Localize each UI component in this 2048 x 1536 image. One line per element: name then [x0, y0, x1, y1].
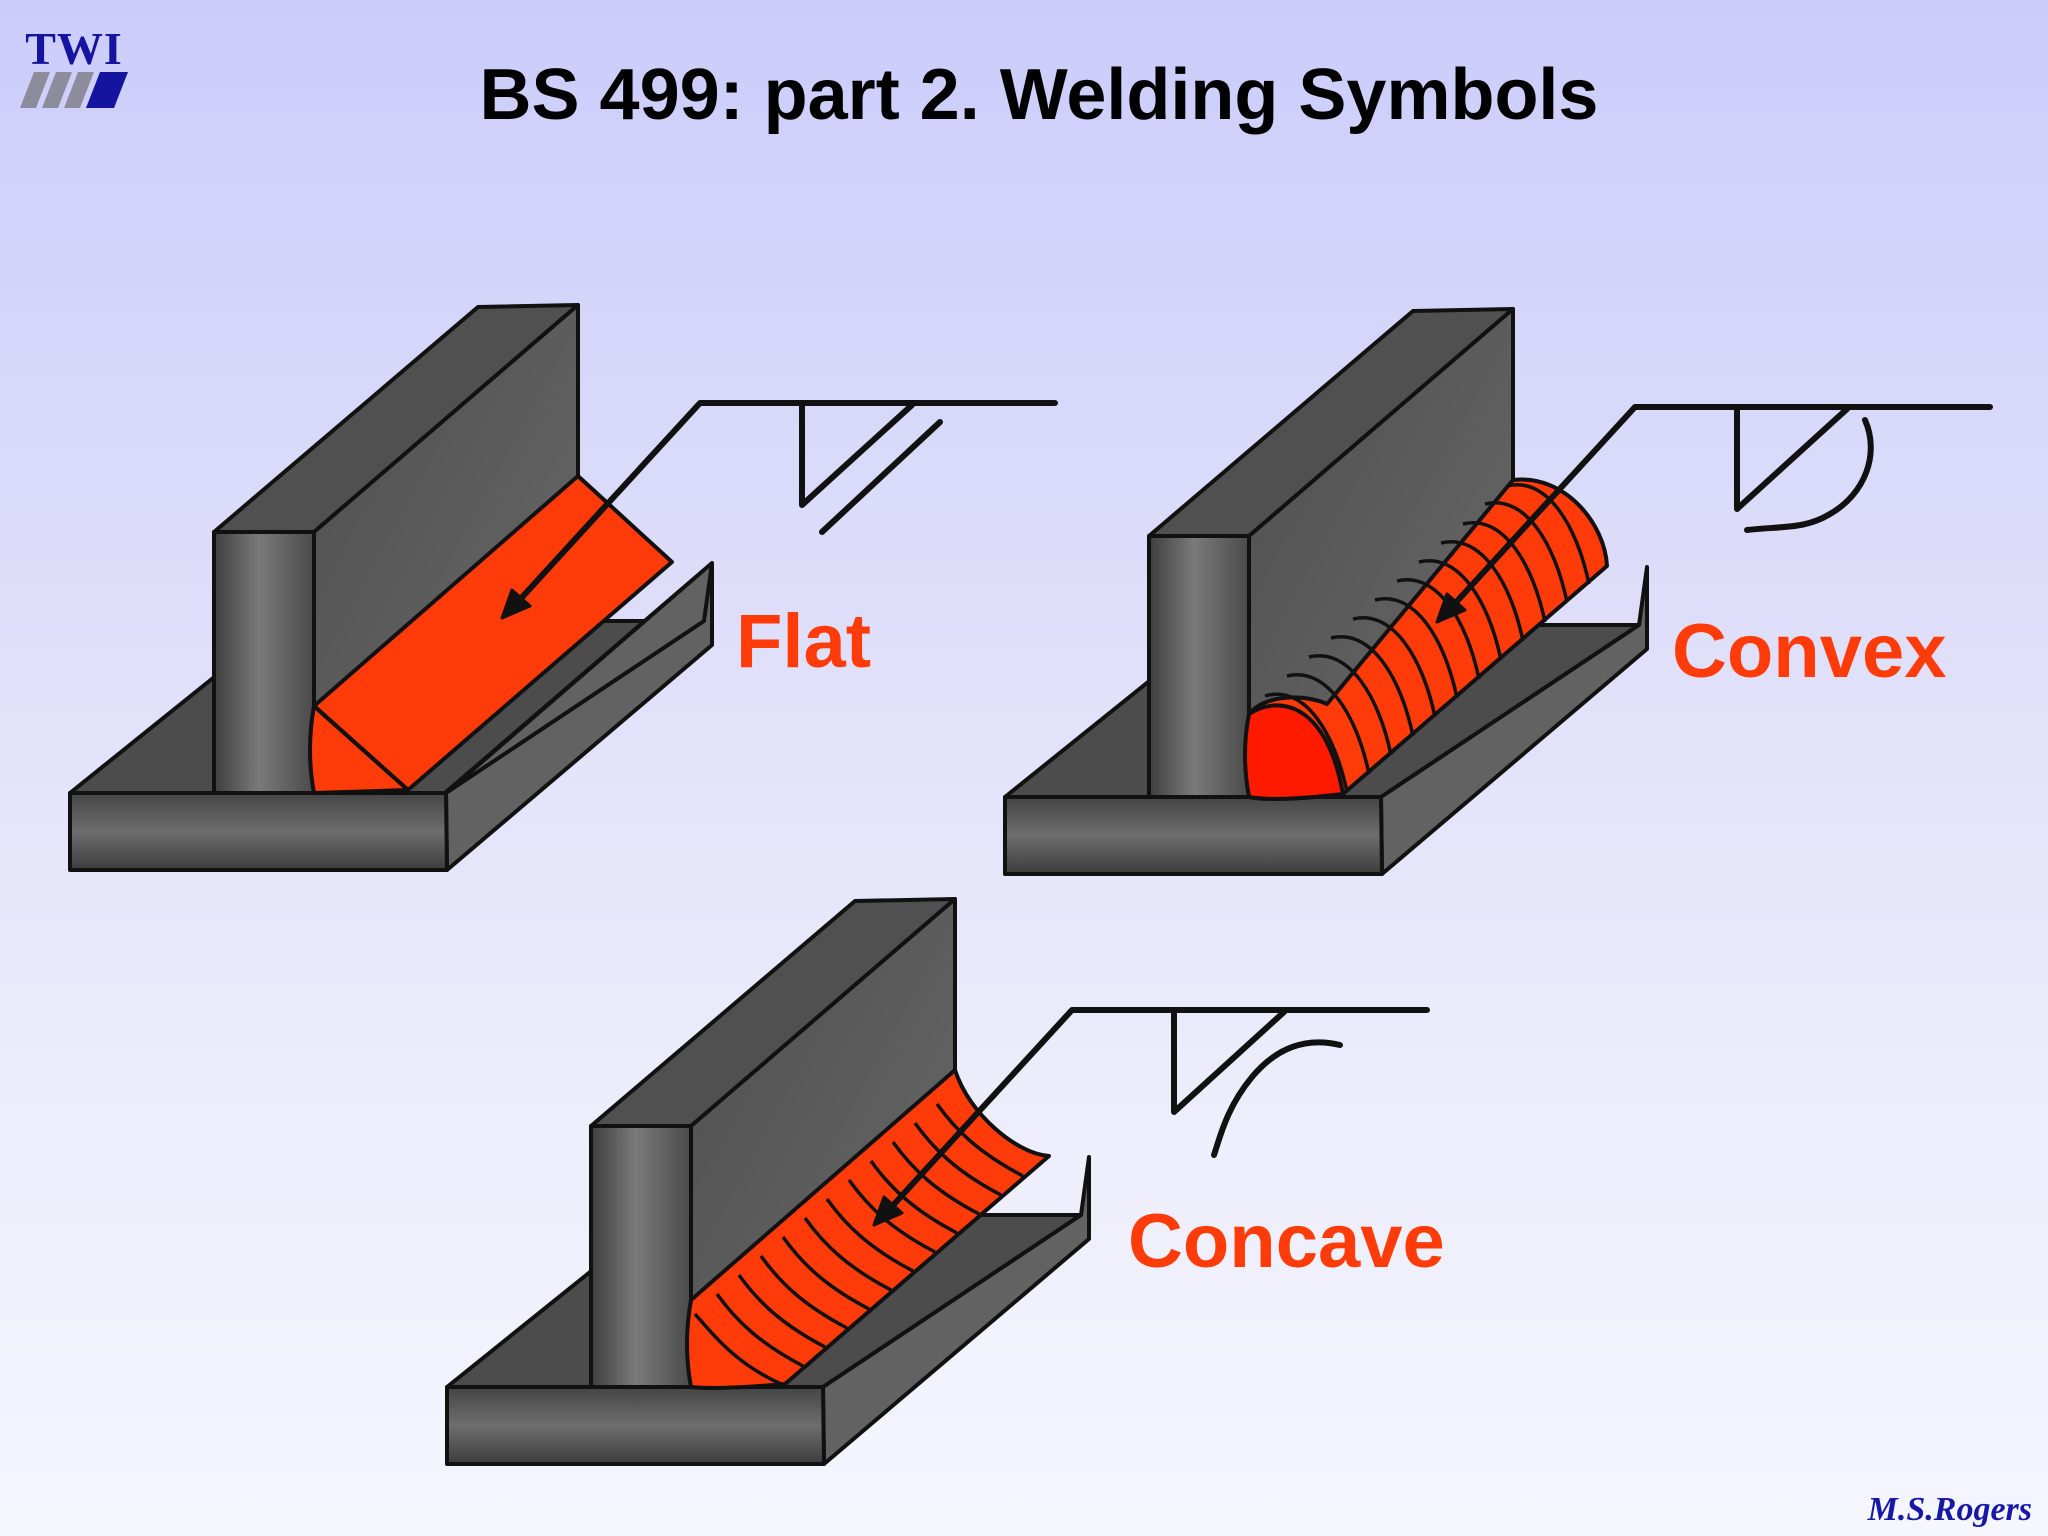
twi-logo: TWI — [18, 24, 130, 114]
weld-end — [1243, 703, 1345, 801]
concave-contour-line — [1211, 1039, 1343, 1158]
fillet-triangle — [799, 400, 915, 508]
page-title: BS 499: part 2. Welding Symbols — [479, 55, 1599, 135]
label-convex: Convex — [1672, 609, 1947, 694]
fillet-triangle — [1171, 1007, 1287, 1115]
vertical-plate-end — [589, 1124, 693, 1389]
arrow-line — [883, 1116, 975, 1216]
arrow-head — [872, 1195, 904, 1227]
arrow-head — [500, 588, 532, 620]
flat-weld-symbol — [500, 400, 1058, 620]
logo-stripes-icon — [20, 72, 128, 108]
vertical-plate-end — [212, 530, 316, 795]
reference-line — [597, 400, 1058, 515]
reference-line — [969, 1007, 1430, 1122]
convex-fillet-figure — [1003, 307, 1649, 876]
reference-line — [1532, 404, 1993, 519]
label-concave: Concave — [1128, 1199, 1445, 1284]
concave-fillet-figure — [445, 897, 1091, 1466]
vertical-plate-end — [1147, 534, 1251, 799]
base-plate-front — [1003, 795, 1384, 876]
logo-text: TWI — [25, 23, 123, 74]
weld-bead — [685, 1068, 1051, 1390]
concave-weld-symbol — [872, 1007, 1430, 1227]
arrow-head — [1435, 592, 1467, 624]
arrow-line — [1446, 513, 1538, 613]
flat-contour-line — [819, 419, 943, 535]
convex-contour-line — [1744, 417, 1874, 533]
arrow-line — [511, 509, 603, 609]
flat-fillet-figure — [68, 303, 714, 872]
convex-weld-symbol — [1435, 404, 1993, 624]
base-plate-front — [68, 791, 449, 872]
author-credit: M.S.Rogers — [1867, 1491, 2032, 1528]
label-flat: Flat — [736, 599, 872, 684]
weld-ripples — [693, 1102, 1024, 1386]
weld-ripples — [1264, 482, 1591, 793]
fillet-triangle — [1734, 404, 1850, 512]
weld-end — [308, 704, 410, 795]
base-plate-front — [445, 1385, 826, 1466]
